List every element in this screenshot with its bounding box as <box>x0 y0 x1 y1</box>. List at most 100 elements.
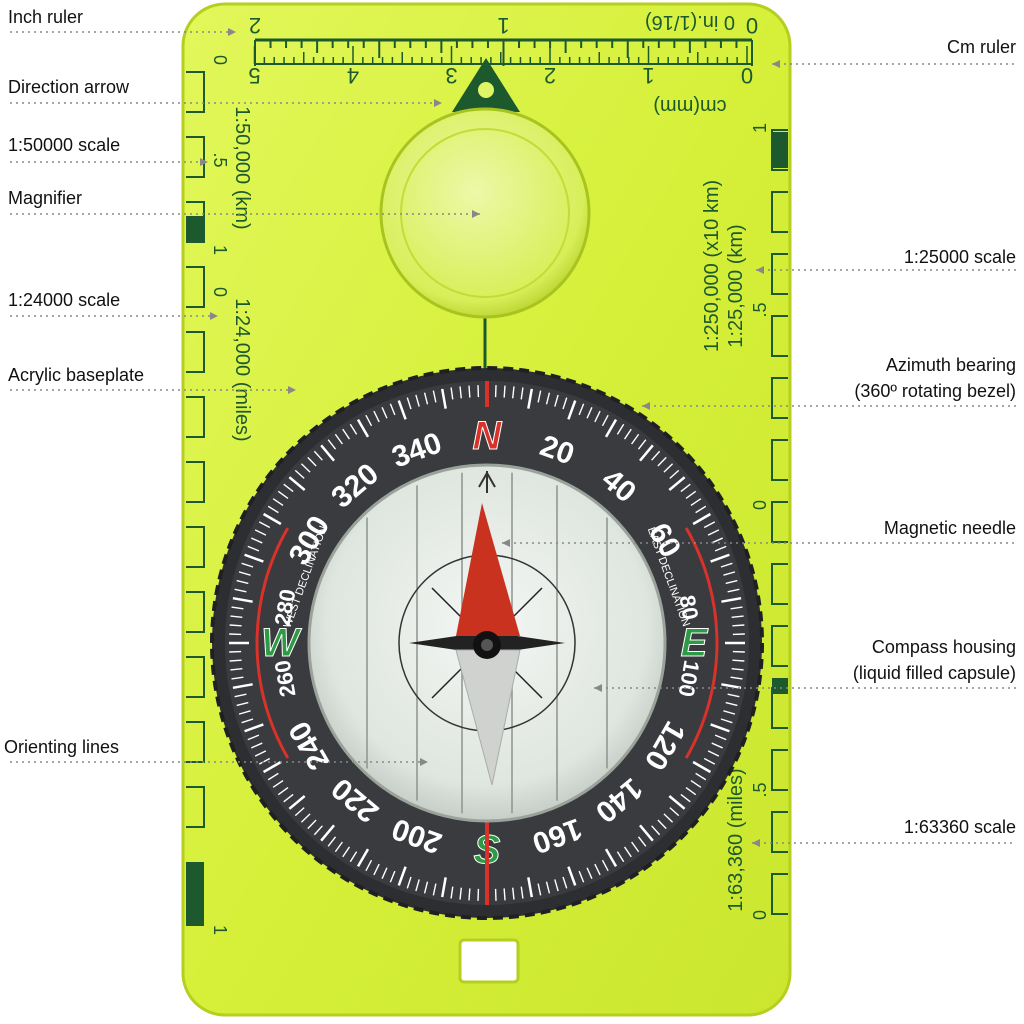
label-cm-ruler: Cm ruler <box>946 37 1016 57</box>
bezel-tick <box>288 795 306 810</box>
bezel-tick <box>389 403 396 416</box>
bezel-tick <box>468 385 471 398</box>
left-scale-mark: 1 <box>210 245 230 255</box>
bezel-tick <box>251 537 263 544</box>
bezel-tick <box>731 668 744 671</box>
bezel-tick <box>651 825 661 836</box>
bezel-tick <box>707 750 720 757</box>
bezel-tick <box>313 825 323 836</box>
bezel-tick <box>251 742 263 749</box>
bezel-tick <box>725 579 738 585</box>
bezel-tick <box>241 562 254 568</box>
bezel-tick <box>313 450 323 461</box>
bezel-tick <box>349 851 358 863</box>
right-scale-mark: .5 <box>750 302 770 317</box>
bezel-tick <box>277 490 289 499</box>
bezel-tick <box>527 388 534 409</box>
bezel-tick <box>710 553 730 563</box>
leader-arrowhead <box>594 684 602 692</box>
bezel-tick <box>406 876 412 889</box>
bezel-tick <box>631 841 640 853</box>
left-scale-bracket <box>186 266 205 308</box>
leader-lines <box>10 28 1016 847</box>
bezel-tick <box>415 394 420 407</box>
bezel-tick <box>381 407 388 419</box>
bezel-tick <box>727 693 740 698</box>
bezel-tick <box>262 760 282 774</box>
bezel-tick <box>272 779 284 788</box>
right-scale-bracket <box>771 749 788 791</box>
leader-arrowhead <box>228 28 236 36</box>
bezel-tick <box>459 887 462 900</box>
label-orienting-lines: Orienting lines <box>4 737 120 757</box>
bezel-tick <box>432 883 437 896</box>
magnifier <box>379 107 591 319</box>
left-scale-bracket <box>186 786 205 828</box>
bezel-tick <box>258 757 271 765</box>
bezel-tick <box>241 718 254 724</box>
bezel-tick <box>320 824 335 842</box>
cm-ruler-number: 3 <box>445 63 457 88</box>
bezel-tick <box>668 795 686 810</box>
bezel-tick <box>545 881 551 894</box>
bezel-tick <box>232 596 253 603</box>
bezel-tick <box>389 870 396 883</box>
bezel-tick <box>520 387 524 400</box>
bezel-cardinal-n: N <box>473 414 503 458</box>
bezel-tick <box>267 772 279 781</box>
left-scale-mark: 0 <box>210 287 230 297</box>
right-scale-mark: 0 <box>750 910 770 920</box>
scale-63360-text: 1:63,360 (miles) <box>725 768 747 911</box>
bezel-tick <box>307 456 317 467</box>
bezel-tick <box>527 877 534 898</box>
bezel-tick <box>657 456 667 467</box>
right-scale-mark: 0 <box>750 500 770 510</box>
bezel-tick <box>283 793 294 803</box>
bezel-tick <box>244 723 264 733</box>
label-magnetic-needle: Magnetic needle <box>883 518 1016 538</box>
right-scale-bracket <box>771 811 788 853</box>
bezel-tick <box>669 807 680 817</box>
bezel-tick <box>732 659 745 662</box>
left-scale-mark: .5 <box>210 152 230 167</box>
label-housing-line1: Compass housing <box>871 637 1016 657</box>
left-scale-bracket <box>186 331 205 373</box>
bezel-tick <box>238 571 251 576</box>
bezel-tick <box>244 553 264 563</box>
bezel-tick <box>623 846 632 858</box>
bezel-tick <box>725 701 738 707</box>
leader-arrowhead <box>502 539 510 547</box>
right-scale-bracket <box>771 377 788 419</box>
left-scale-mark: 1 <box>210 925 230 935</box>
right-scale-bracket <box>771 191 788 233</box>
bezel-tick <box>685 787 697 796</box>
bezel-tick <box>695 505 707 514</box>
label-scale-24000: 1:24000 scale <box>8 290 121 310</box>
bezel-tick <box>721 683 742 690</box>
bezel-tick <box>562 876 568 889</box>
label-acrylic-baseplate: Acrylic baseplate <box>8 365 145 385</box>
bezel-tick <box>356 418 370 438</box>
cm-ruler-number: 1 <box>642 63 654 88</box>
bezel-tick <box>714 545 727 552</box>
bezel-tick <box>586 867 593 879</box>
bezel-tick <box>373 863 380 876</box>
bezel-tick <box>231 676 244 680</box>
bezel-tick <box>356 848 370 868</box>
bezel-tick <box>440 388 447 409</box>
bezel-tick <box>537 390 542 403</box>
left-scale-fill <box>186 216 204 242</box>
scale-50000-text: 1:50,000 (km) <box>231 106 253 229</box>
bezel-tick <box>721 596 742 603</box>
bezel-tick <box>397 400 407 420</box>
lanyard-slot <box>458 938 520 984</box>
bezel-tick <box>616 851 625 863</box>
bezel-tick <box>537 883 542 896</box>
bezel-tick <box>258 521 271 529</box>
bezel-tick <box>692 512 712 526</box>
leader-arrowhead <box>288 386 296 394</box>
bezel-tick <box>450 387 454 400</box>
right-scale-fill <box>772 678 788 694</box>
bezel-tick <box>307 819 317 830</box>
